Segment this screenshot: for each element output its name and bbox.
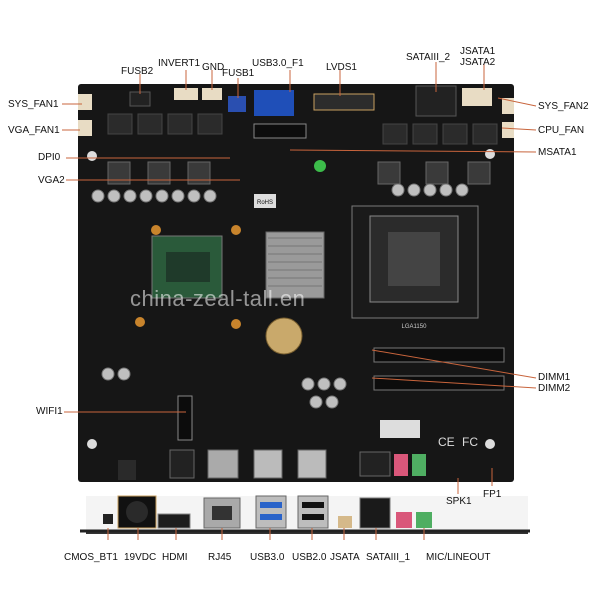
board-components: RoHS LGA1150 bbox=[78, 85, 514, 480]
label-dpi0: DPI0 bbox=[38, 152, 61, 163]
fc-mark: FC bbox=[462, 435, 478, 449]
label-spk1: SPK1 bbox=[446, 496, 472, 507]
lineout-jack bbox=[416, 512, 432, 528]
cmos-battery bbox=[265, 317, 303, 355]
label-jsata: JSATA bbox=[330, 552, 360, 563]
label-usb30: USB3.0 bbox=[250, 552, 285, 563]
usb3-ports bbox=[255, 495, 287, 529]
label-rj45: RJ45 bbox=[208, 552, 232, 563]
msata1-slot bbox=[253, 123, 307, 139]
invert1-header bbox=[174, 88, 198, 100]
rohs-text: RoHS bbox=[257, 200, 273, 206]
wifi1-slot bbox=[177, 395, 193, 441]
mounting-hole bbox=[485, 439, 495, 449]
label-fusb1: FUSB1 bbox=[222, 68, 255, 79]
cmos-button[interactable] bbox=[103, 514, 113, 524]
mounting-hole bbox=[87, 151, 97, 161]
sata3-1-port bbox=[359, 497, 391, 529]
label-gnd: GND bbox=[202, 62, 225, 73]
socket-label: LGA1150 bbox=[402, 324, 428, 330]
label-wifi1: WIFI1 bbox=[36, 406, 63, 417]
label-fusb2: FUSB2 bbox=[121, 66, 154, 77]
label-jsata2: JSATA2 bbox=[460, 57, 496, 68]
label-dimm2: DIMM2 bbox=[538, 383, 571, 394]
label-invert1: INVERT1 bbox=[158, 58, 201, 69]
label-mic-lineout: MIC/LINEOUT bbox=[426, 552, 491, 563]
mounting-hole bbox=[87, 439, 97, 449]
label-19vdc: 19VDC bbox=[124, 552, 157, 563]
jsata-connector bbox=[338, 516, 352, 528]
label-hdmi: HDMI bbox=[162, 552, 188, 563]
chipset-heatsink bbox=[265, 231, 325, 299]
label-sys-fan1: SYS_FAN1 bbox=[8, 99, 59, 110]
label-fp1: FP1 bbox=[483, 489, 502, 500]
jsata-header bbox=[462, 88, 492, 106]
hdmi-port bbox=[157, 513, 191, 529]
label-msata1: MSATA1 bbox=[538, 147, 577, 158]
gnd-header bbox=[202, 88, 222, 100]
usb2-ports bbox=[297, 495, 329, 529]
rohs-sticker bbox=[254, 194, 276, 208]
label-cpu-fan: CPU_FAN bbox=[538, 125, 585, 136]
label-sys-fan2: SYS_FAN2 bbox=[538, 101, 589, 112]
label-cmos-bt1: CMOS_BT1 bbox=[64, 552, 118, 563]
vga-fan1-header bbox=[78, 120, 92, 136]
mic-jack bbox=[396, 512, 412, 528]
usb30-f1-header bbox=[254, 90, 294, 116]
lvds1-header bbox=[313, 93, 375, 111]
label-usb30-f1: USB3.0_F1 bbox=[252, 58, 304, 69]
label-sata3-1: SATAIII_1 bbox=[366, 552, 411, 563]
label-dimm1: DIMM1 bbox=[538, 372, 571, 383]
label-usb20: USB2.0 bbox=[292, 552, 327, 563]
label-vga2: VGA2 bbox=[38, 175, 65, 186]
watermark: china-zeal-tall.en bbox=[130, 286, 306, 311]
sys-fan1-header bbox=[78, 94, 92, 110]
label-sata3-2: SATAIII_2 bbox=[406, 52, 451, 63]
fusb1-header bbox=[228, 96, 246, 112]
label-vga-fan1: VGA_FAN1 bbox=[8, 125, 60, 136]
ce-mark: CE bbox=[438, 435, 455, 449]
label-jsata1: JSATA1 bbox=[460, 46, 496, 57]
label-lvds1: LVDS1 bbox=[326, 62, 357, 73]
product-sticker bbox=[380, 420, 420, 438]
